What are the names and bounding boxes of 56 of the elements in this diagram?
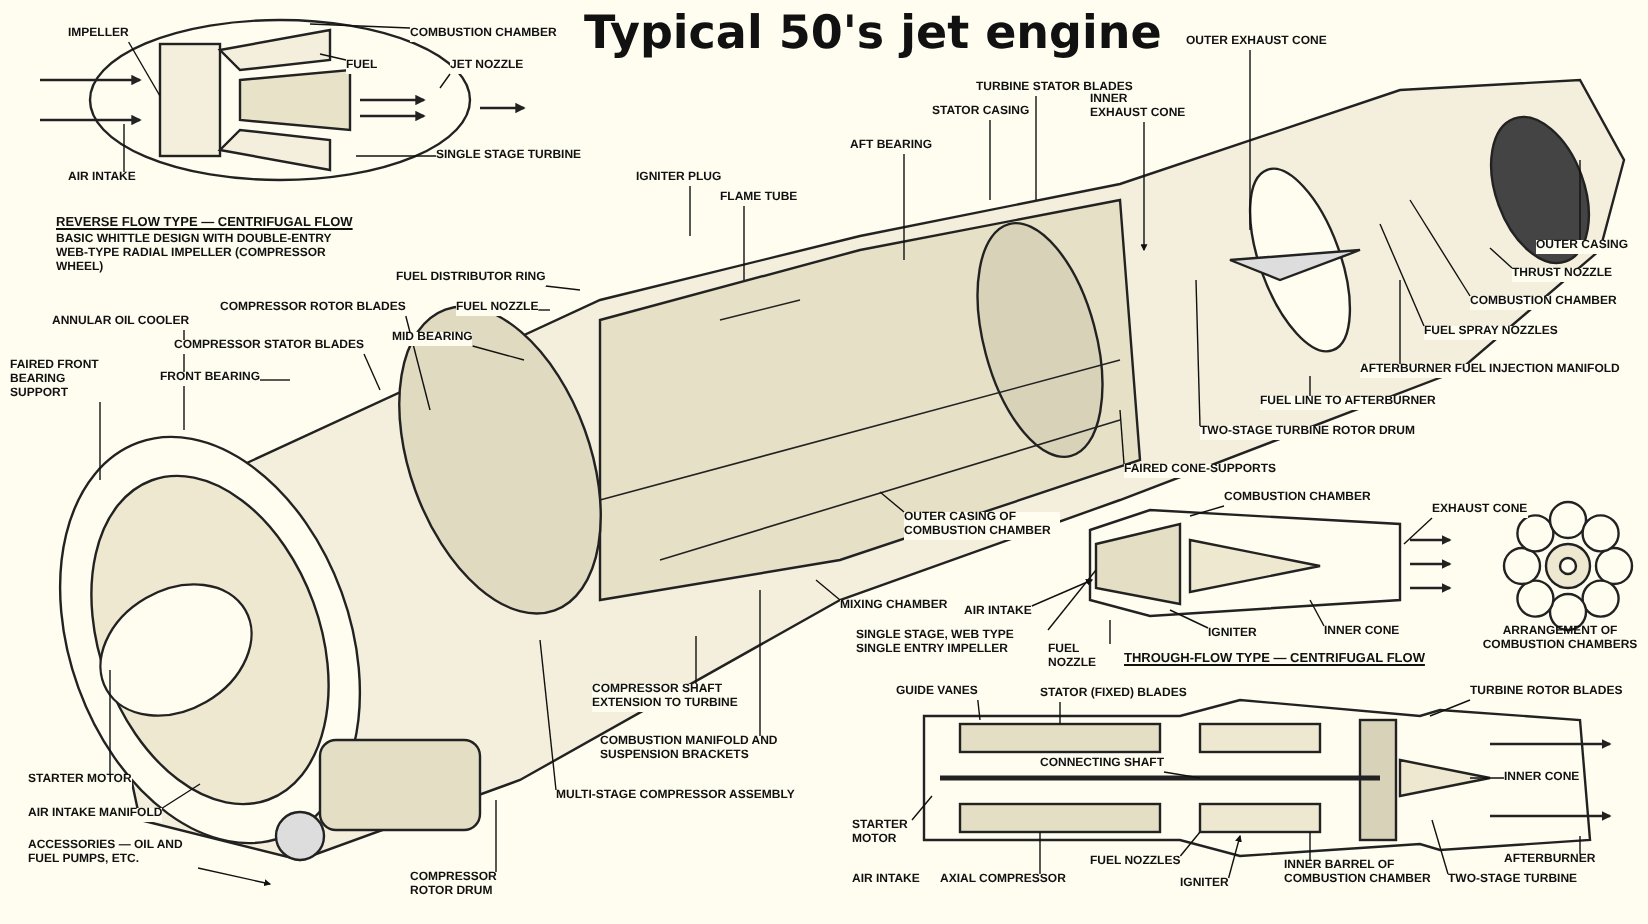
leader-line (1431, 819, 1449, 875)
leader-line (309, 23, 411, 29)
leader-line (743, 205, 745, 281)
leader-line (1047, 569, 1097, 631)
leader-line (1227, 834, 1242, 879)
leader-line (161, 783, 201, 809)
leader-line (1119, 409, 1125, 465)
leader-line (815, 579, 841, 601)
leader-line (1059, 701, 1061, 725)
leader-line (759, 589, 761, 737)
leader-line (1031, 579, 1094, 607)
leader-line (1039, 831, 1041, 875)
leader-line (1163, 771, 1201, 779)
leader-line (1035, 95, 1037, 201)
leader-line (1469, 777, 1505, 779)
leader-line (544, 285, 581, 291)
leader-line (1409, 199, 1471, 297)
leader-line (1579, 159, 1581, 241)
leader-line (1179, 831, 1201, 857)
leader-line (1309, 599, 1325, 627)
leader-line (1195, 279, 1201, 427)
leader-line (495, 799, 497, 873)
leader-line (127, 41, 161, 97)
leader-line (109, 669, 111, 775)
leader-line (471, 345, 525, 361)
leader-line (1579, 835, 1581, 855)
leader-line (1169, 609, 1209, 629)
leader-line (197, 867, 272, 887)
leader-line (1140, 121, 1148, 252)
title: Typical 50's jet engine (584, 8, 1162, 60)
leader-line (539, 639, 557, 791)
leader-line (537, 309, 551, 311)
leader-line (1309, 375, 1311, 397)
leader-line (1399, 279, 1401, 365)
leader-line (259, 379, 291, 381)
leader-line (123, 123, 125, 173)
leader-line (1379, 223, 1425, 327)
leader-line (695, 635, 697, 685)
leader-line (1309, 831, 1311, 861)
leader-line (355, 155, 437, 157)
leader-line (903, 153, 905, 261)
leader-line (911, 795, 933, 821)
leader-line (319, 53, 347, 61)
leader-line (1403, 517, 1433, 545)
leader-line (99, 401, 101, 481)
leader-line (989, 119, 991, 201)
leader-line (879, 491, 905, 513)
leader-line (1489, 247, 1513, 269)
leader-line (1249, 49, 1251, 231)
leader-line (977, 699, 981, 721)
leader-line (1109, 619, 1111, 645)
leader-line (439, 73, 451, 89)
leader-line (1189, 505, 1225, 517)
leader-line (363, 353, 381, 391)
leader-line (1429, 699, 1471, 717)
leader-line (689, 185, 691, 237)
